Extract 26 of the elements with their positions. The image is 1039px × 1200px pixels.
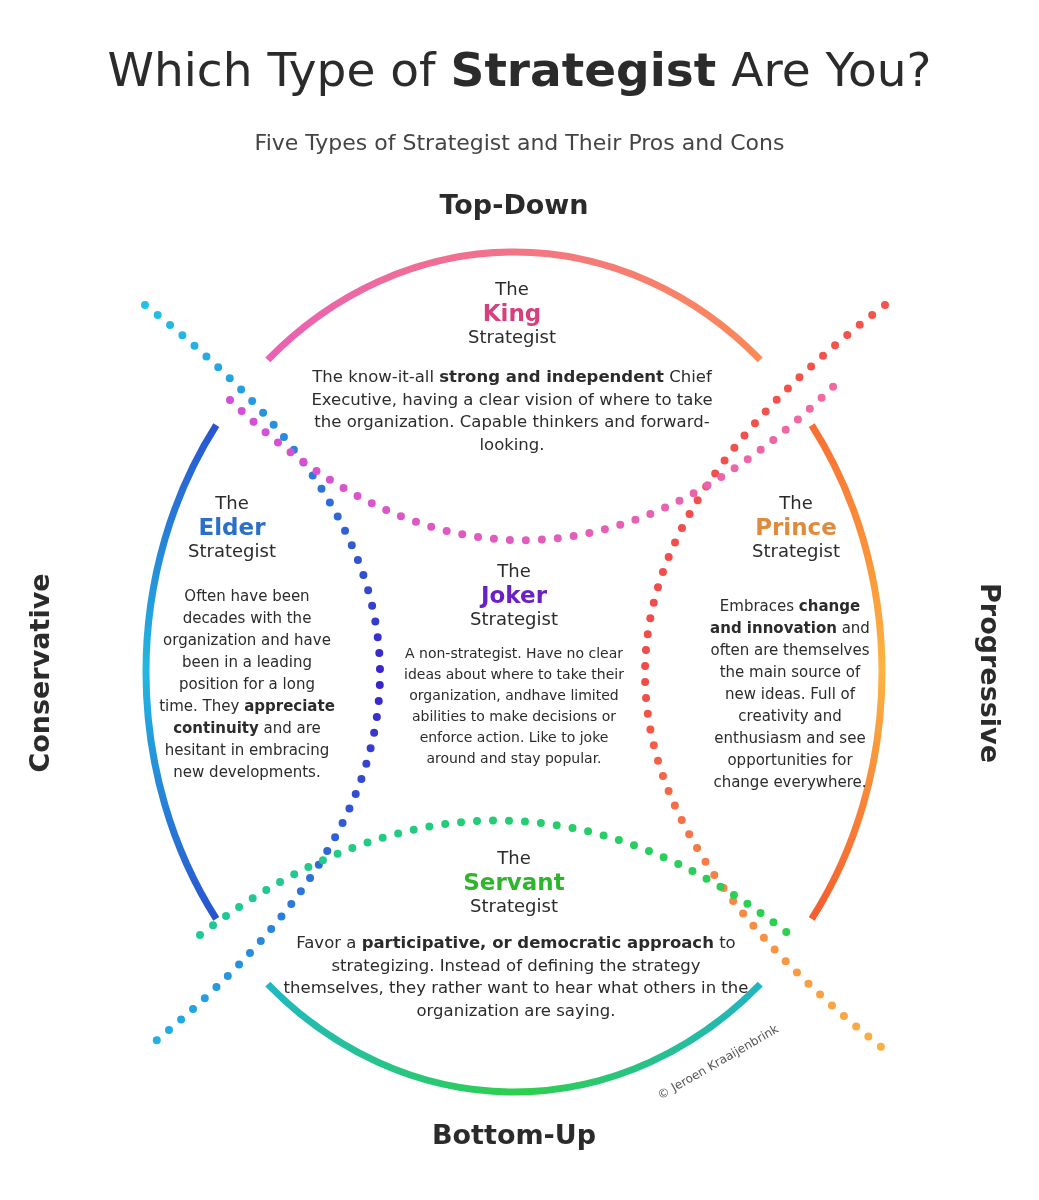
- description-text: Embraces change and innovation and often are themselves the main source of new ideas. Full of creativity and enthusiasm and see opportunities for change everywhere.: [709, 596, 871, 793]
- heading-text: Strategist: [187, 539, 277, 563]
- description-text: The know-it-all strong and independent Chief Executive, having a clear vision of where to take the organization. Capable thinkers and forward-looking.: [310, 366, 714, 456]
- axis-label: Top-Down: [438, 188, 590, 222]
- type-name: Elder: [197, 514, 267, 540]
- description-text: Favor a participative, or democratic approach to strategizing. Instead of defining the strategy themselves, they rather want to hear what others in the organization are saying.: [282, 932, 750, 1022]
- description-text: A non-strategist. Have no clear ideas about where to take their organization, andhave limited abilities to make decisions or enforce action. Like to joke around and stay popular.: [403, 644, 625, 768]
- heading-text: The: [214, 491, 250, 515]
- type-name: King: [481, 300, 543, 326]
- subtitle: Five Types of Strategist and Their Pros and Cons: [253, 129, 786, 157]
- heading-text: Strategist: [469, 608, 559, 631]
- axis-label: Progressive: [974, 582, 1007, 765]
- description-text: Often have been decades with the organization and have been in a leading position for a long time. They appreciate continuity and are hesitant in embracing new developments.: [158, 586, 336, 783]
- heading-text: The: [494, 277, 530, 301]
- type-name: Joker: [478, 582, 548, 608]
- type-name: Servant: [462, 869, 566, 895]
- axis-label: Conservative: [23, 572, 56, 775]
- heading-text: Strategist: [467, 326, 557, 349]
- heading-text: The: [496, 846, 532, 870]
- heading-text: The: [496, 559, 532, 583]
- heading-text: The: [778, 491, 814, 515]
- axis-label: Bottom-Up: [430, 1118, 598, 1152]
- title: Which Type of Strategist Are You?: [106, 41, 933, 99]
- type-name: Prince: [754, 514, 838, 540]
- heading-text: Strategist: [751, 539, 841, 563]
- heading-text: Strategist: [469, 894, 559, 918]
